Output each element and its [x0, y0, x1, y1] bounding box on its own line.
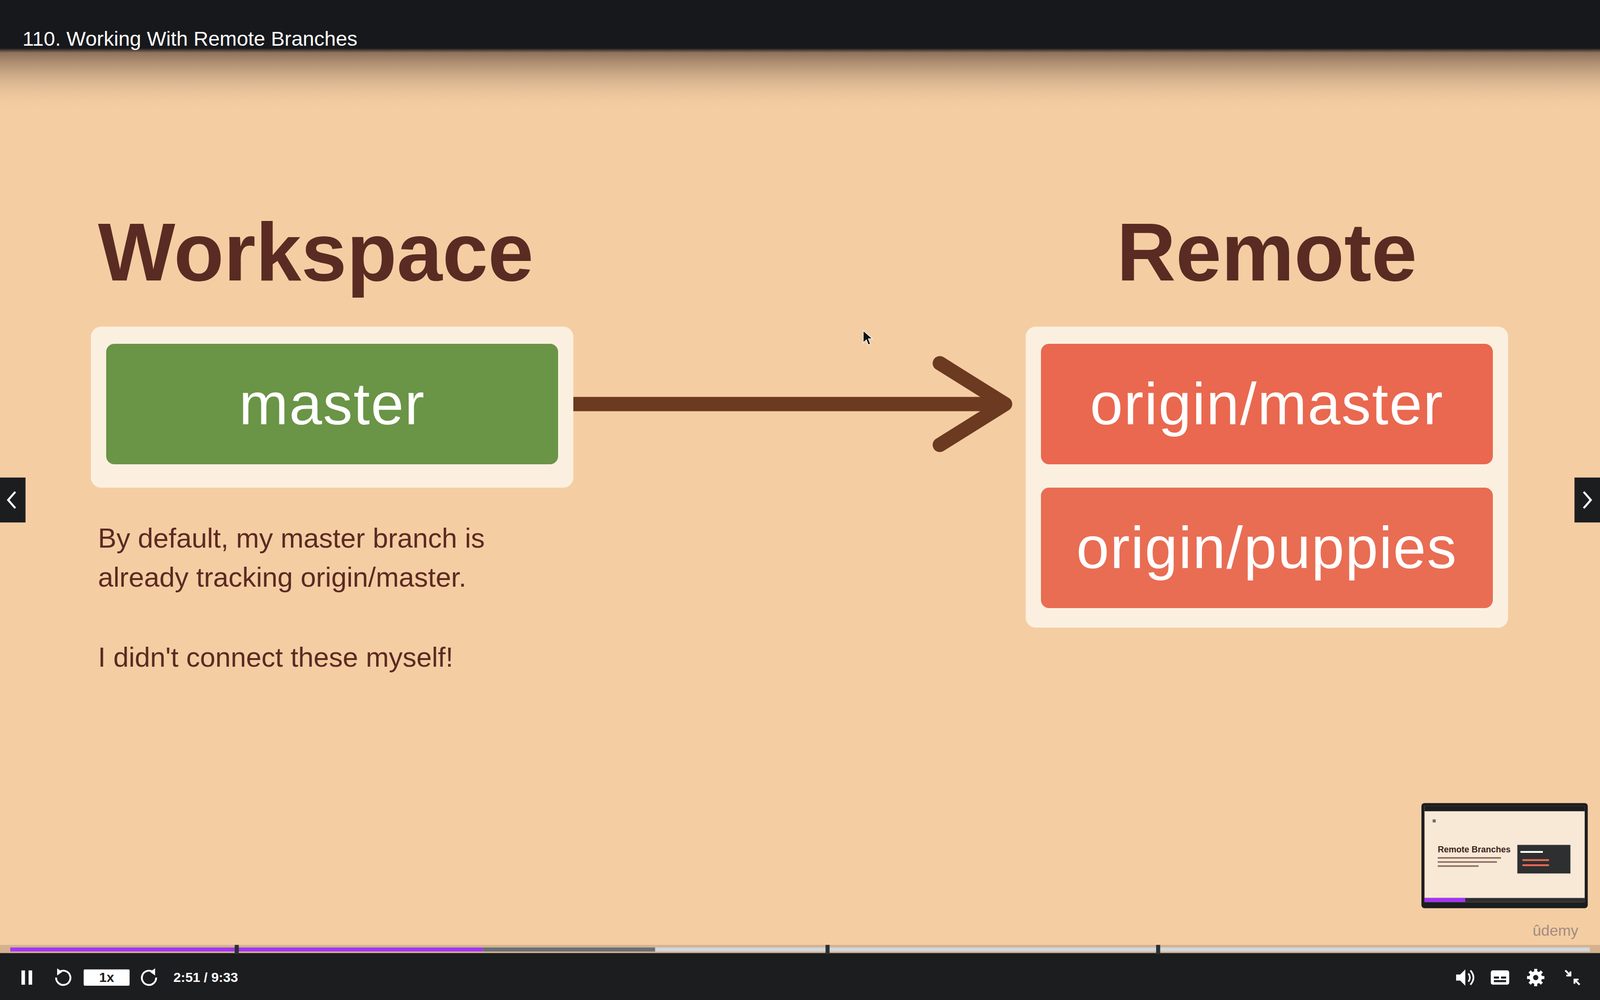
thumbnail-progress: [1424, 898, 1466, 903]
captions-icon: [1493, 980, 1507, 982]
progress-played: [10, 947, 483, 952]
branch-box: origin/puppies: [1040, 487, 1493, 609]
branch-name: master: [239, 368, 426, 440]
thumbnail-mark: [1432, 819, 1436, 823]
thumbnail-line: [1522, 864, 1550, 867]
arrow-connector: [573, 363, 1005, 445]
captions-icon: [1493, 976, 1500, 979]
progress-buffer: [482, 947, 656, 952]
title-bar: [0, 0, 1600, 113]
panel-heading: Remote: [1025, 210, 1509, 293]
remote-panel: Remoteorigin/masterorigin/puppies: [1025, 326, 1509, 628]
branch-box: origin/master: [1040, 343, 1493, 465]
rewind-icon: [57, 968, 63, 976]
next-chevron: [1583, 491, 1591, 509]
watermark: ûdemy: [1532, 921, 1595, 940]
video-title: 110. Working With Remote Branches: [22, 26, 358, 52]
pause-icon: [21, 970, 26, 985]
preview-thumbnail: [1421, 802, 1588, 909]
thumbnail-line: [1437, 857, 1501, 859]
slide-ground: [0, 0, 1600, 950]
pause-icon: [28, 970, 33, 985]
track-shade: [0, 944, 1600, 953]
thumbnail-frame: [1421, 802, 1588, 909]
next-button: [1574, 477, 1600, 523]
settings-icon: [1527, 969, 1545, 987]
body-text: By default, my master branch is already …: [98, 518, 537, 598]
time-label: 2:51 / 9:33: [173, 969, 337, 986]
thumbnail-line: [1520, 850, 1543, 853]
speed-label: 1x: [83, 969, 130, 986]
gear-tooth: [1528, 970, 1543, 985]
speed-box: [83, 969, 130, 986]
thumbnail-terminal: [1517, 844, 1570, 874]
prev-chevron: [8, 491, 16, 509]
thumbnail-slide: [1424, 806, 1585, 902]
forward-icon: [150, 968, 156, 976]
volume-icon: [1456, 969, 1466, 986]
thumbnail-line: [1437, 865, 1479, 867]
arrow-head: [940, 363, 1006, 445]
thumbnail-heading: Remote Branches: [1437, 844, 1516, 856]
thumbnail-line: [1522, 859, 1550, 861]
progress-track: [10, 947, 1590, 952]
thumbnail-bar: [1424, 806, 1585, 812]
gear-tooth: [1528, 970, 1543, 985]
gear-hole: [1532, 974, 1539, 980]
mouse-cursor: [863, 330, 873, 345]
fullscreen-icon: [1565, 970, 1580, 985]
chapter-marker: [1156, 944, 1161, 954]
captions-icon: [1490, 970, 1510, 985]
volume-icon: [1468, 970, 1474, 985]
thumbnail-progress: [1424, 898, 1585, 903]
gear-body: [1529, 971, 1543, 985]
control-bar: [0, 952, 1600, 1000]
thumbnail-line: [1437, 861, 1497, 863]
branch-name: origin/master: [1090, 368, 1444, 440]
branch-name: origin/puppies: [1076, 512, 1458, 584]
panel-heading: Workspace: [98, 210, 534, 293]
captions-icon: [1500, 976, 1507, 979]
branch-box: master: [106, 343, 559, 465]
chapter-marker: [825, 944, 830, 954]
prev-button: [0, 477, 26, 523]
chapter-marker: [234, 944, 240, 954]
workspace-panel: Workspacemaster: [90, 326, 574, 489]
arrow-shaft: [573, 397, 1000, 412]
body-text: I didn't connect these myself!: [98, 637, 711, 677]
